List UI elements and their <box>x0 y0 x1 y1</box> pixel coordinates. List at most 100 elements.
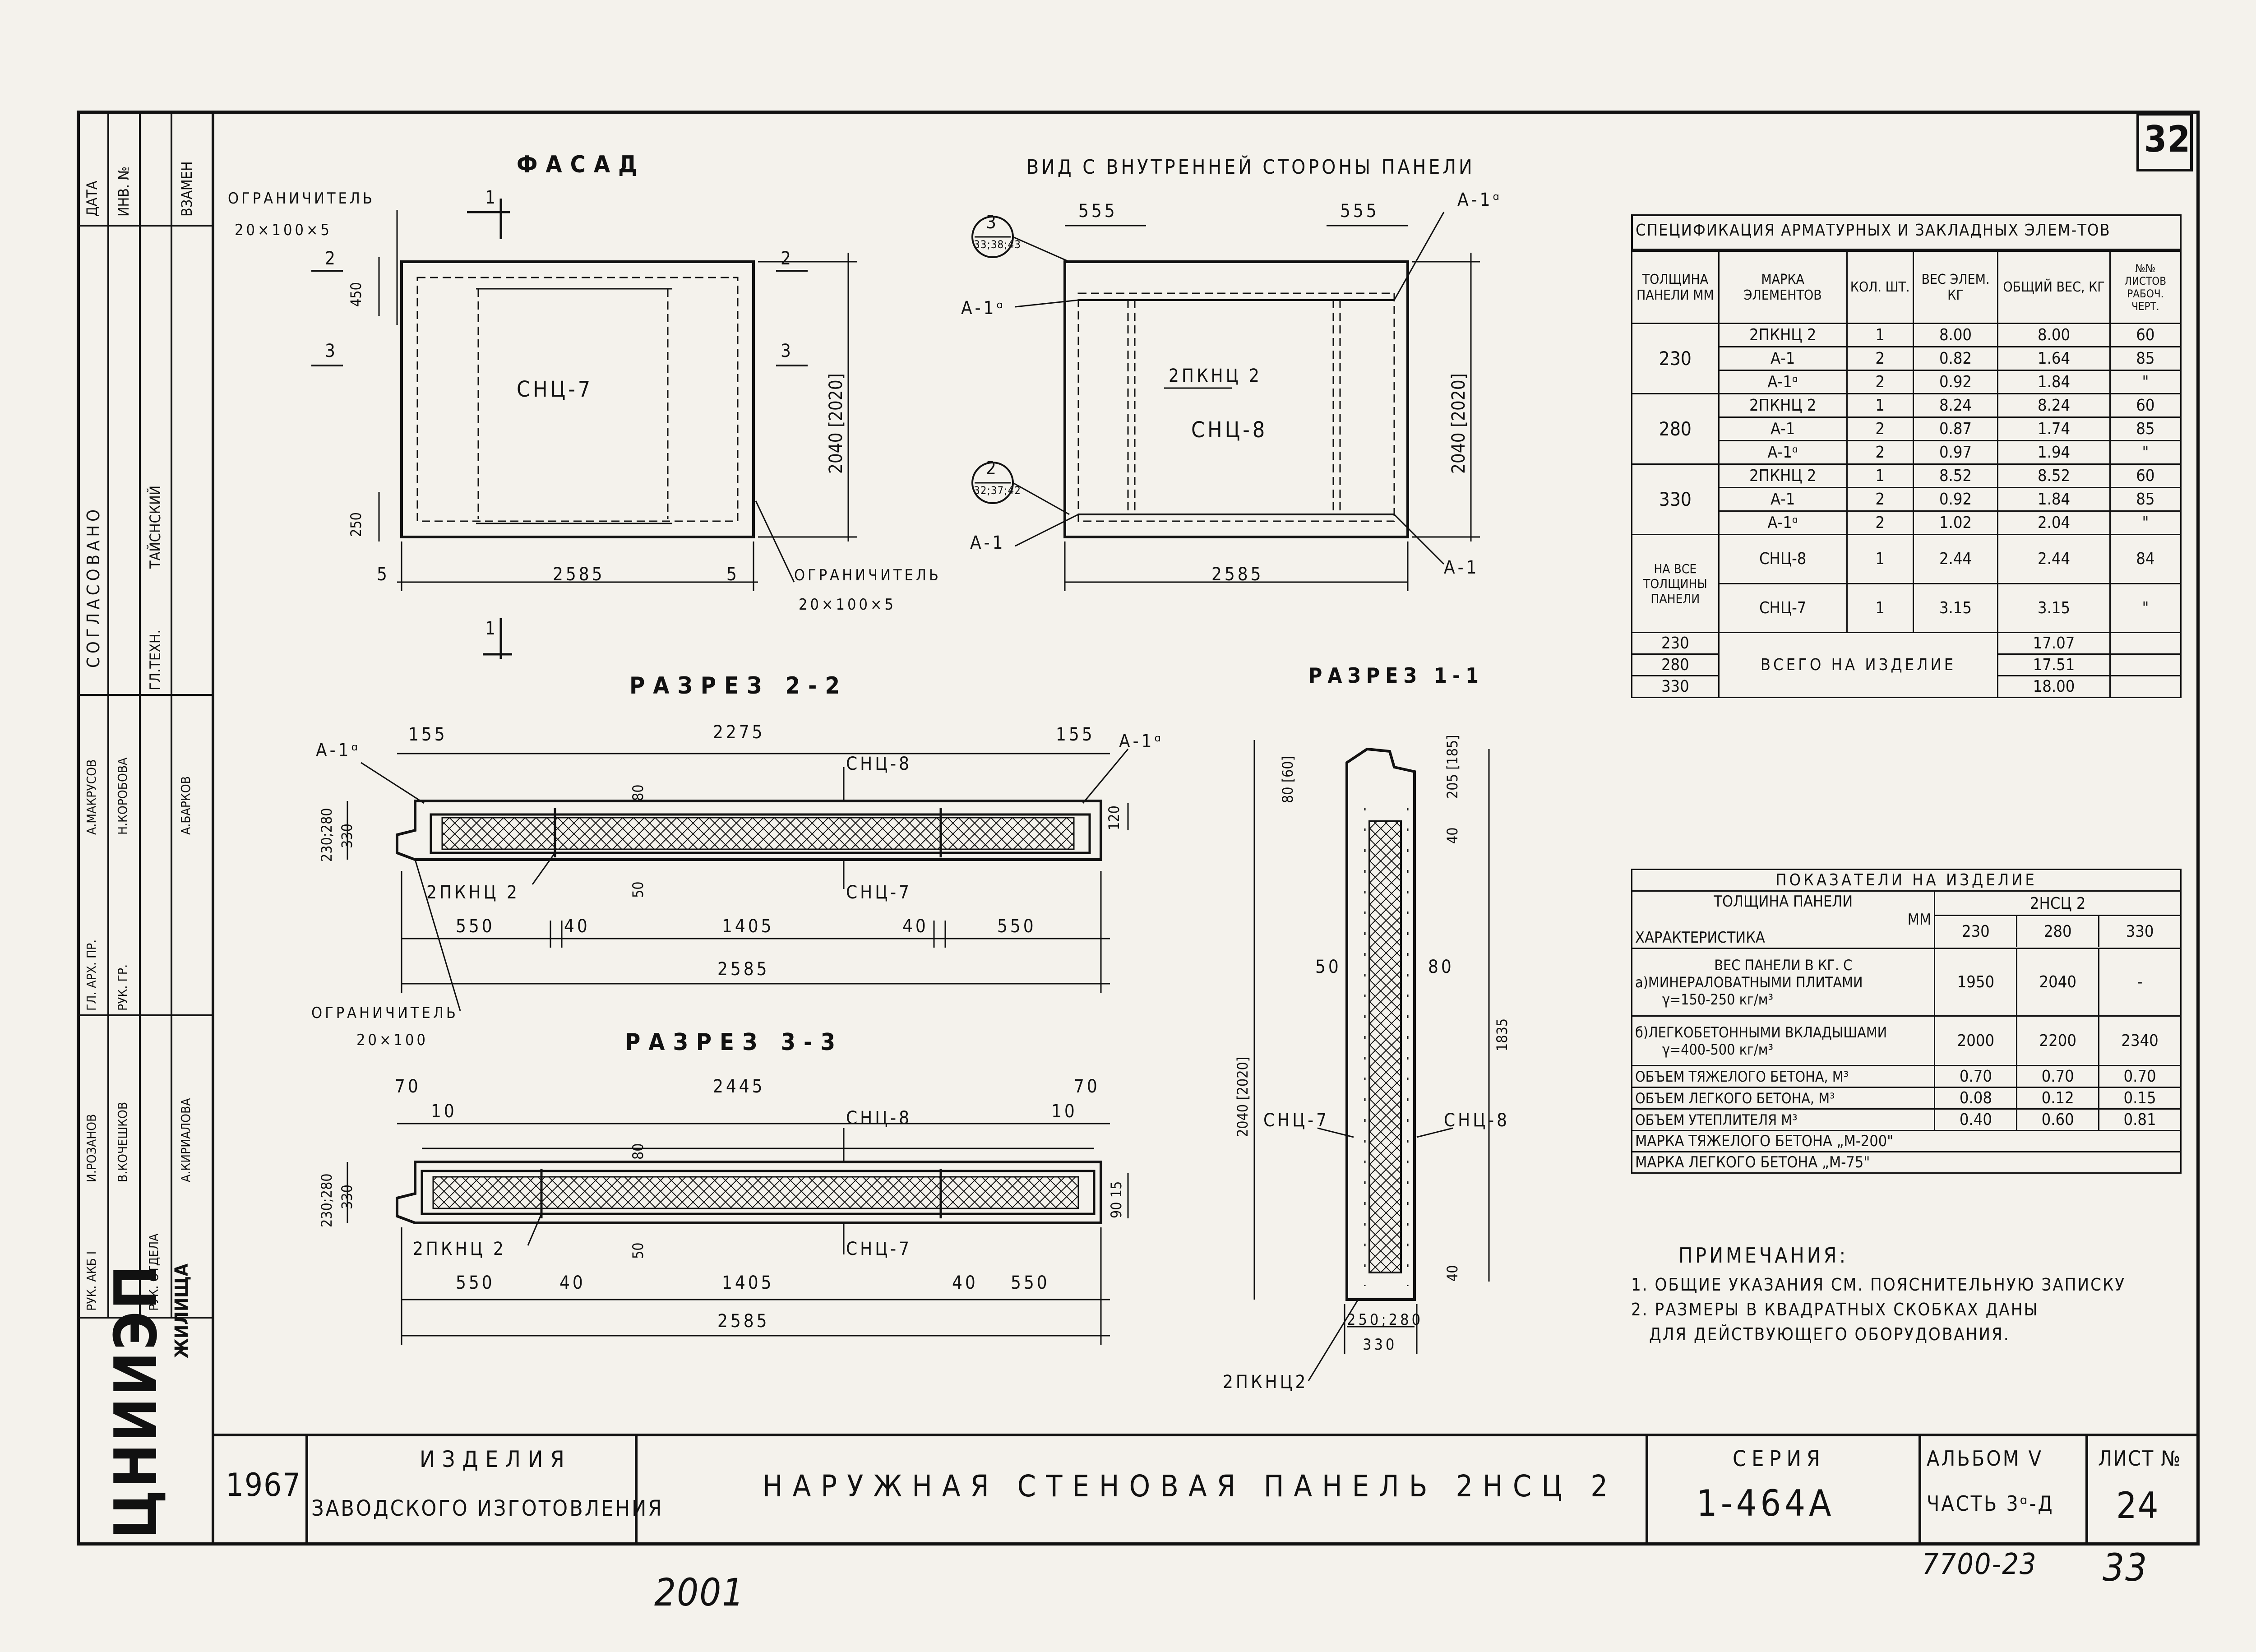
spec-cell: 85 <box>2109 416 2182 441</box>
facade-sec-2b: 2 <box>781 248 794 269</box>
sec33-dim-10-right: 10 <box>1051 1101 1077 1122</box>
sec33-dim-40-left: 40 <box>559 1273 586 1293</box>
spec-cell: СНЦ-8 <box>1718 534 1848 584</box>
indicators-table: ПОКАЗАТЕЛИ НА ИЗДЕЛИЕ ТОЛЩИНА ПАНЕЛИ ММ … <box>1631 869 2182 1174</box>
sec22-a1a-left: А-1ᵅ <box>316 740 361 761</box>
spec-title-box <box>1631 214 2182 250</box>
spec-cell: 2.04 <box>1997 510 2111 535</box>
ind-vol-value: 0.70 <box>1934 1065 2018 1088</box>
ind-light-mark: МАРКА ЛЕГКОГО БЕТОНА „М-75" <box>1631 1151 2182 1174</box>
ind-vol-label: ОБЪЕМ УТЕПЛИТЕЛЯ М³ <box>1631 1108 1936 1131</box>
sec33-pknz: 2ПКНЦ 2 <box>413 1239 506 1259</box>
spec-h-mark: МАРКА ЭЛЕМЕНТОВ <box>1718 250 1848 324</box>
ind-h-thickness: ТОЛЩИНА ПАНЕЛИ <box>1714 893 1853 911</box>
facade-sec-3b: 3 <box>781 341 794 361</box>
ind-h-col-230: 230 <box>1935 916 2018 947</box>
sheet-number-box <box>2136 113 2193 171</box>
ind-row-b-text: б)ЛЕГКОБЕТОННЫМИ ВКЛАДЫШАМИ <box>1635 1023 1887 1041</box>
title-main: НАРУЖНАЯ СТЕНОВАЯ ПАНЕЛЬ 2НСЦ 2 <box>763 1469 1618 1504</box>
spec-total-thickness: 330 <box>1631 675 1720 698</box>
sec33-dim-70-right: 70 <box>1074 1076 1100 1097</box>
ind-heavy-row: МАРКА ТЯЖЕЛОГО БЕТОНА „М-200" <box>1631 1130 2182 1152</box>
spec-cell: 60 <box>2109 323 2182 347</box>
sec11-snz7: СНЦ-7 <box>1263 1110 1330 1131</box>
sec11-title: РАЗРЕЗ 1-1 <box>1308 663 1484 688</box>
ind-h-cols: 230 280 330 <box>1935 916 2180 947</box>
sec33-snz7: СНЦ-7 <box>846 1239 912 1259</box>
spec-cell: 0.87 <box>1912 416 1999 441</box>
inner-a1a-right: А-1ᵅ <box>1457 190 1502 210</box>
title-year: 1967 <box>226 1467 302 1504</box>
spec-header-row: ТОЛЩИНА ПАНЕЛИ ММ МАРКА ЭЛЕМЕНТОВ КОЛ. Ш… <box>1631 250 2182 324</box>
drawing-frame <box>77 111 2200 1546</box>
spec-cell: 8.24 <box>1997 393 2111 418</box>
facade-dim-left: 5 <box>377 564 390 585</box>
ind-h-col-280: 280 <box>2017 916 2100 947</box>
spec-cell: 2 <box>1846 510 1914 535</box>
ind-row-a-330: - <box>2098 948 2182 1017</box>
sec11-pknz: 2ПКНЦ2 <box>1223 1372 1308 1393</box>
sec22-limiter-size: 20×100 <box>356 1031 428 1049</box>
sec11-dim-2040: 2040 [2020] <box>1234 1056 1251 1137</box>
spec-cell: А-1ᵅ <box>1718 370 1848 394</box>
sec33-dim-550-left: 550 <box>456 1273 495 1293</box>
sec22-dim-550-left: 550 <box>456 916 495 937</box>
ind-vol-label: ОБЪЕМ ЛЕГКОГО БЕТОНА, М³ <box>1631 1087 1936 1110</box>
spec-cell: 1 <box>1846 323 1914 347</box>
ind-h-char: ТОЛЩИНА ПАНЕЛИ ММ ХАРАКТЕРИСТИКА <box>1631 890 1936 949</box>
facade-dim-width: 2585 <box>553 564 605 585</box>
spec-h-sheets: №№ ЛИСТОВ РАБОЧ. ЧЕРТ. <box>2109 250 2182 324</box>
notes-item-3: ДЛЯ ДЕЙСТВУЮЩЕГО ОБОРУДОВАНИЯ. <box>1649 1324 2010 1344</box>
inner-ref3: 3 <box>986 212 999 233</box>
hand-code: 7700-23 <box>1922 1548 2037 1581</box>
hand-num: 33 <box>2103 1546 2148 1590</box>
sec11-dim-330: 330 <box>1363 1336 1397 1354</box>
spec-cell: 2.44 <box>1912 534 1999 584</box>
spec-table: ТОЛЩИНА ПАНЕЛИ ММ МАРКА ЭЛЕМЕНТОВ КОЛ. Ш… <box>1631 250 2182 698</box>
inner-ref3-sub: 33;38;43 <box>974 238 1021 251</box>
facade-sec-2: 2 <box>325 248 338 269</box>
spec-cell: 2 <box>1846 370 1914 394</box>
spec-cell: 85 <box>2109 346 2182 371</box>
spec-cell: 1 <box>1846 583 1914 633</box>
ind-row-b-280: 2200 <box>2016 1015 2100 1066</box>
spec-cell: А-1ᵅ <box>1718 440 1848 465</box>
ind-vol-value: 0.08 <box>1934 1087 2018 1110</box>
sec22-dim-155-left: 155 <box>408 724 448 745</box>
sec11-dim-1835: 1835 <box>1493 1018 1511 1051</box>
sec22-title: РАЗРЕЗ 2-2 <box>629 672 848 699</box>
ind-vol-value: 0.70 <box>2016 1065 2100 1088</box>
spec-cell: 2ПКНЦ 2 <box>1718 323 1848 347</box>
sec22-snz7: СНЦ-7 <box>846 882 912 903</box>
sec11-dim-40-top: 40 <box>1444 827 1461 844</box>
facade-sec-1: 1 <box>485 187 498 208</box>
ind-h-mark: 2НСЦ 2 <box>1935 893 2180 916</box>
ind-vol-value: 0.12 <box>2016 1087 2100 1110</box>
inner-a1-right: А-1 <box>1444 557 1479 578</box>
notes-title: ПРИМЕЧАНИЯ: <box>1678 1243 1849 1268</box>
sec22-dim-550-right: 550 <box>997 916 1036 937</box>
facade-dim-right: 5 <box>726 564 740 585</box>
spec-cell: 1 <box>1846 534 1914 584</box>
spec-cell: А-1ᵅ <box>1718 510 1848 535</box>
ind-row-a-280: 2040 <box>2016 948 2100 1017</box>
spec-total-empty <box>2109 632 2182 655</box>
sec22-dim-155-right: 155 <box>1056 724 1095 745</box>
ind-h-mm: ММ <box>1907 911 1932 929</box>
notes-item-2: 2. РАЗМЕРЫ В КВАДРАТНЫХ СКОБКАХ ДАНЫ <box>1631 1300 2039 1319</box>
spec-cell: 8.52 <box>1912 463 1999 488</box>
inner-dim-width: 2585 <box>1211 564 1264 585</box>
spec-cell: 2 <box>1846 487 1914 512</box>
spec-total-thickness: 230 <box>1631 632 1720 655</box>
ind-h-mark-cell: 2НСЦ 2 230 280 330 <box>1934 890 2182 949</box>
spec-h-thickness: ТОЛЩИНА ПАНЕЛИ ММ <box>1631 250 1720 324</box>
